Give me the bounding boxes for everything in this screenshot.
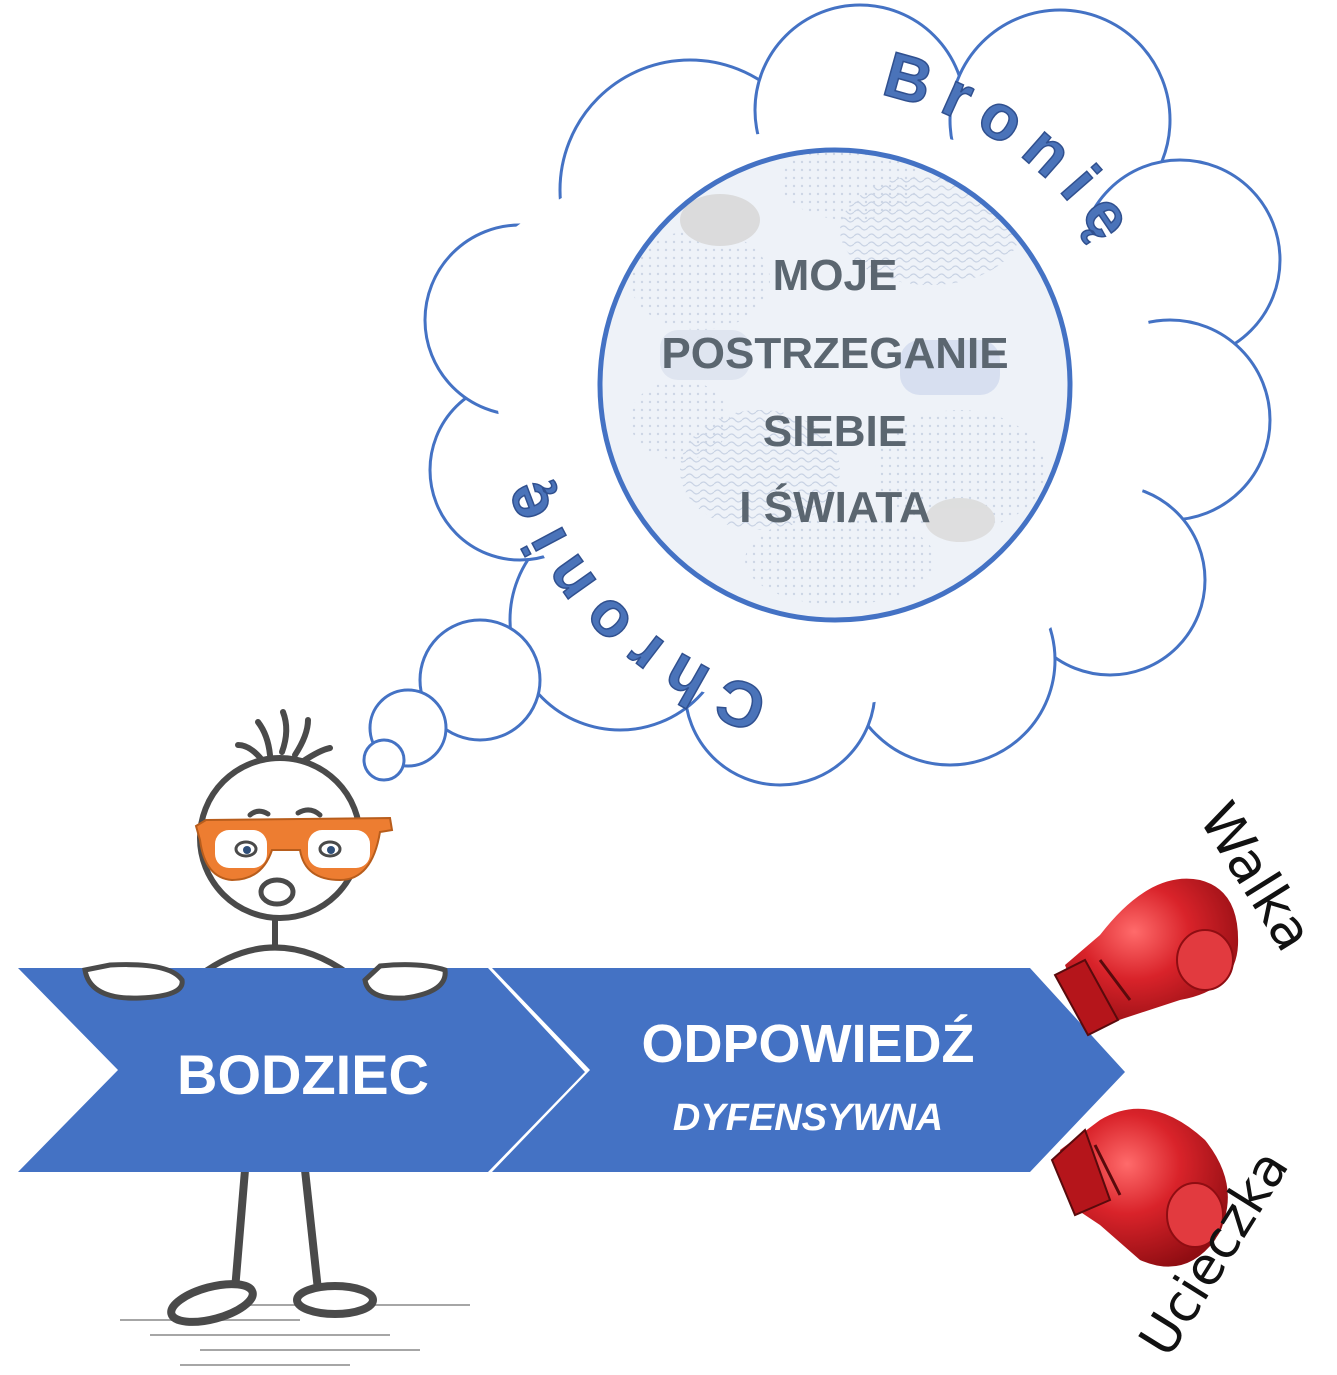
ground-shadow (120, 1304, 470, 1366)
response-subtitle: DYFENSYWNA (673, 1097, 943, 1139)
circle-line-2: POSTRZEGANIE (661, 329, 1008, 378)
stick-figure (120, 709, 470, 1366)
legs (167, 1169, 377, 1326)
circle-line-3: SIEBIE (763, 407, 907, 456)
process-flow: BODZIEC ODPOWIEDŹ DYFENSYWNA (18, 968, 1125, 1172)
stimulus-chevron (18, 968, 585, 1172)
hair (235, 709, 333, 765)
hands (82, 962, 448, 1001)
stimulus-label: BODZIEC (177, 1043, 429, 1106)
head (194, 709, 394, 921)
response-arrow (492, 968, 1125, 1172)
perception-circle: MOJE POSTRZEGANIE SIEBIE I ŚWIATA (597, 147, 1073, 623)
response-title: ODPOWIEDŹ (642, 1014, 975, 1074)
glasses-icon (194, 816, 394, 882)
boxing-glove-bottom-icon (1050, 1108, 1228, 1267)
boxing-glove-top-icon (1053, 878, 1239, 1037)
thought-bubbles (362, 618, 542, 782)
mouth (258, 877, 296, 907)
circle-line-1: MOJE (773, 251, 898, 300)
circle-line-4: I ŚWIATA (739, 482, 930, 532)
